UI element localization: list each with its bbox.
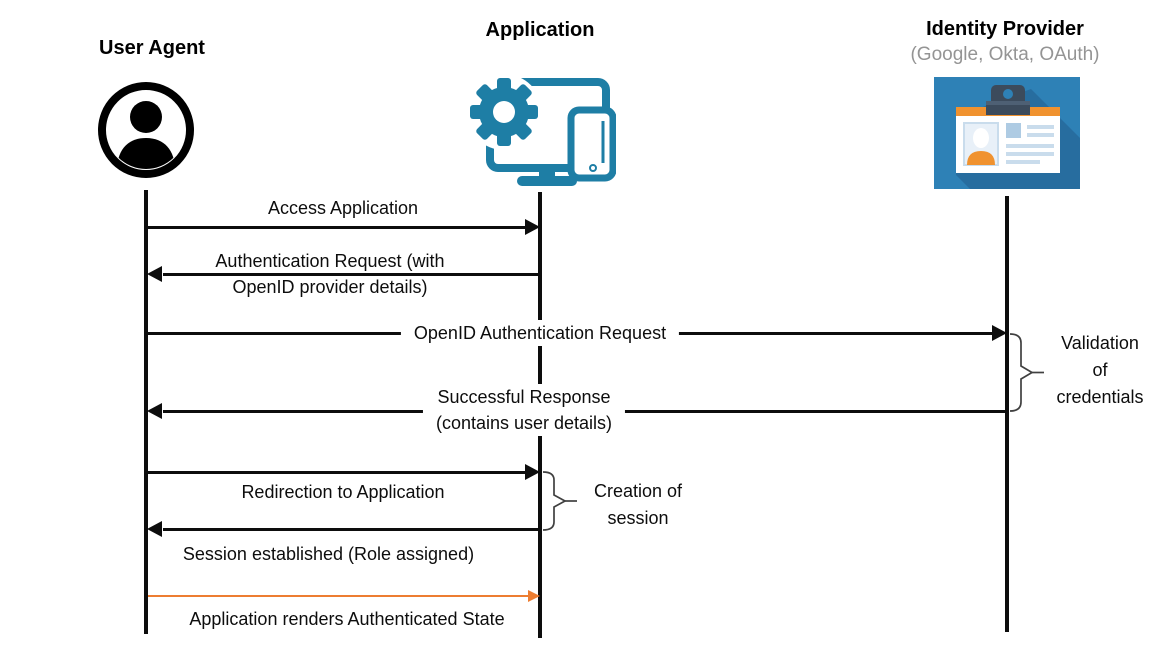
arrowhead-right-icon xyxy=(525,219,540,235)
message-label-access-application: Access Application xyxy=(267,198,419,218)
annotation-validation-of-credentials: Validation of credentials xyxy=(1056,333,1144,407)
actor-title-application: Application xyxy=(485,19,595,41)
actor-title-identity-provider: Identity Provider xyxy=(926,18,1084,40)
identity-provider-examples: (Google, Okta, OAuth) xyxy=(910,44,1100,65)
arrowhead-left-icon xyxy=(147,403,162,419)
message-label-authentication-request: Authentication Request (with OpenID prov… xyxy=(215,251,445,297)
message-label-renders-authenticated-state: Application renders Authenticated State xyxy=(189,609,505,629)
brace-validation-icon xyxy=(1007,327,1051,424)
arrowhead-left-icon xyxy=(147,266,162,282)
identity-provider-icon xyxy=(934,77,1080,189)
message-line-session-established xyxy=(163,528,540,531)
message-label-openid-authentication-request: OpenID Authentication Request xyxy=(400,320,680,346)
arrowhead-right-icon xyxy=(992,325,1007,341)
actor-title-user-agent: User Agent xyxy=(99,37,205,59)
message-line-authentication-request xyxy=(163,273,540,276)
arrowhead-right-icon xyxy=(525,464,540,480)
message-label-redirection-to-application: Redirection to Application xyxy=(241,482,445,502)
lifeline-user-agent xyxy=(144,190,148,634)
message-line-redirection-to-application xyxy=(148,471,526,474)
application-icon xyxy=(460,66,617,188)
arrowhead-left-icon xyxy=(147,521,162,537)
message-line-access-application xyxy=(148,226,526,229)
user-agent-icon xyxy=(96,80,196,180)
annotation-creation-of-session: Creation of session xyxy=(593,481,683,528)
arrowhead-right-orange-icon xyxy=(528,590,540,602)
message-label-successful-response: Successful Response (contains user detai… xyxy=(422,384,626,436)
lifeline-identity-provider xyxy=(1005,196,1009,632)
message-label-session-established: Session established (Role assigned) xyxy=(182,544,475,564)
brace-creation-icon xyxy=(540,465,584,542)
message-line-renders-authenticated-state xyxy=(148,595,528,597)
